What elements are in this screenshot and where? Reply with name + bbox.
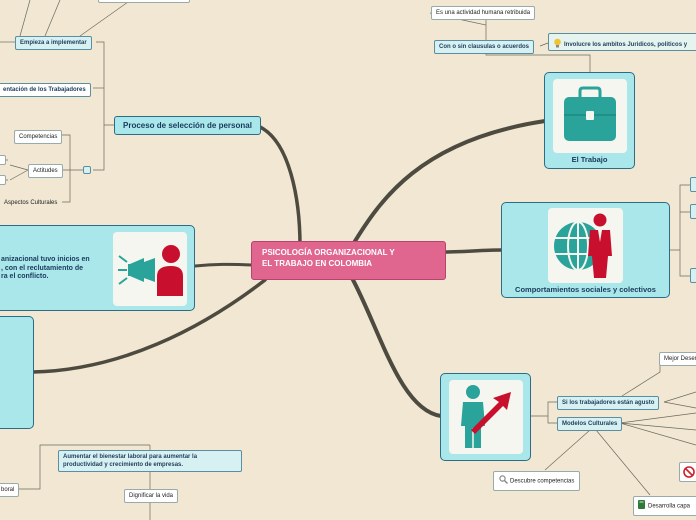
globe-person-icon [548, 208, 623, 283]
right-edge-box-2[interactable] [690, 204, 696, 219]
collapse-connector[interactable] [83, 166, 91, 174]
dignificar-node[interactable]: Dignificar la vida [124, 489, 179, 503]
trabajo-card[interactable]: El Trabajo [544, 72, 635, 169]
no-sign-node[interactable] [679, 462, 696, 482]
central-line-2: EL TRABAJO EN COLOMBIA [262, 259, 373, 268]
empieza-node[interactable]: Empieza a implementar [15, 36, 92, 50]
seleccion-node[interactable]: Proceso de selección de personal [114, 116, 261, 135]
desarrolla-label: Desarrolla capa [648, 503, 691, 510]
left-lower-card[interactable] [0, 316, 34, 429]
competencias-left-node[interactable]: Competencias [14, 130, 63, 144]
historia-card[interactable]: anizacional tuvo inicios en , con el rec… [0, 225, 195, 311]
mejor-node[interactable]: Mejor Desem [659, 352, 696, 366]
briefcase-icon [553, 79, 627, 153]
modelos-node[interactable]: Modelos Culturales [557, 417, 623, 431]
desarrolla-node[interactable]: Desarrolla capa [633, 496, 696, 516]
central-line-1: PSICOLOGÍA ORGANIZACIONAL Y [262, 248, 395, 257]
actividad-node[interactable]: Es una actividad humana retribuida [431, 6, 536, 20]
right-edge-box-3[interactable] [690, 268, 696, 283]
central-topic[interactable]: PSICOLOGÍA ORGANIZACIONAL Y EL TRABAJO E… [251, 241, 446, 280]
ambitos-label: Involucre los ambitos Juridicos, politic… [564, 42, 688, 49]
bienestar-line-1: Aumentar el bienestar laboral para aumen… [63, 454, 198, 460]
agusto-node[interactable]: Si los trabajadores están agusto [557, 396, 660, 410]
ambitos-node[interactable]: Involucre los ambitos Juridicos, politic… [548, 33, 696, 51]
top-left-partial-box[interactable] [98, 0, 190, 3]
historia-line-2: , con el reclutamiento de [1, 264, 84, 272]
left-edge-item-1[interactable] [0, 155, 6, 165]
crecimiento-card[interactable] [440, 373, 531, 461]
bienestar-line-2: productividad y crecimiento de empresas. [63, 462, 184, 468]
clausulas-node[interactable]: Con o sin clausulas o acuerdos [434, 40, 535, 54]
historia-line-1: anizacional tuvo inicios en [1, 256, 90, 263]
left-edge-item-2[interactable] [0, 175, 6, 185]
trabajo-caption: El Trabajo [571, 155, 608, 164]
historia-line-3: ra el conflicto. [1, 273, 49, 280]
book-icon [638, 500, 646, 512]
right-edge-box-1[interactable] [690, 177, 696, 192]
no-sign-icon [683, 466, 695, 480]
orientacion-node[interactable]: entación de los Trabajadores [0, 83, 91, 97]
aspectos-node[interactable]: Aspectos Culturales [4, 200, 58, 206]
competencias-right-node[interactable]: Descubre competencias [493, 471, 581, 491]
megaphone-person-icon [113, 232, 187, 306]
comportamientos-caption: Comportamientos sociales y colectivos [515, 285, 656, 294]
bienestar-node[interactable]: Aumentar el bienestar laboral para aumen… [58, 450, 242, 472]
laboral-node[interactable]: boral [0, 483, 20, 497]
lightbulb-icon [553, 38, 562, 50]
actitudes-node[interactable]: Actitudes [28, 164, 63, 178]
magnifier-icon [499, 475, 508, 487]
growth-person-icon [449, 380, 523, 454]
comportamientos-card[interactable]: Comportamientos sociales y colectivos [501, 202, 670, 298]
competencias-right-label: Descubre competencias [510, 478, 575, 485]
